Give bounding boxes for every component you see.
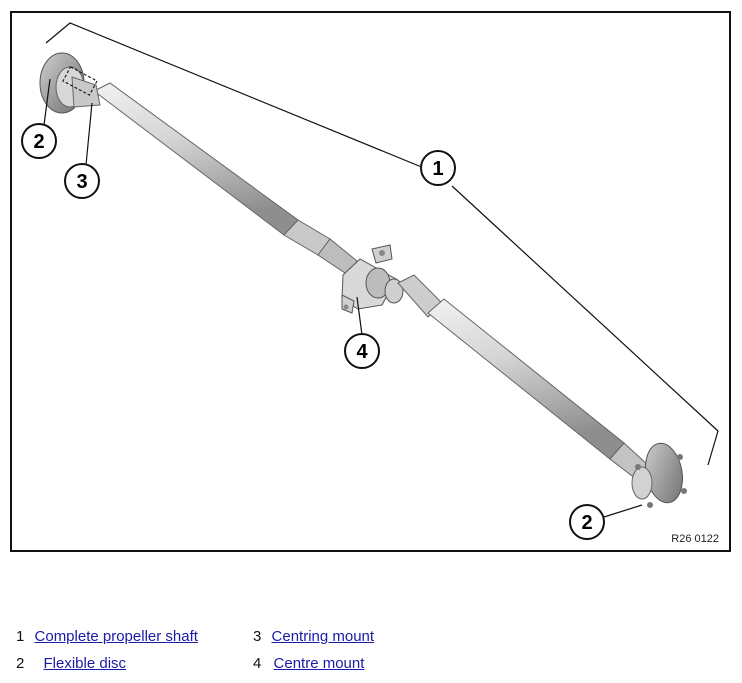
callout-4-leader [356, 296, 363, 336]
callout-1-leader-left [45, 22, 425, 169]
link-flexible-disc[interactable]: Flexible disc [43, 655, 127, 672]
front-flexible-disc [39, 52, 101, 114]
legend-number: 2 [16, 655, 25, 672]
svg-text:1: 1 [432, 158, 443, 180]
centre-mount [341, 244, 404, 314]
legend-item-2: 2 Flexible disc [16, 655, 126, 672]
legend-item-4: 4 Centre mount [253, 655, 364, 672]
callout-2b-leader [603, 504, 643, 518]
link-centring-mount[interactable]: Centring mount [271, 628, 375, 645]
svg-text:2: 2 [33, 131, 44, 153]
callout-4: 4 [344, 333, 380, 369]
callout-3: 3 [64, 163, 100, 199]
figure-code: R26 0122 [671, 533, 719, 545]
callout-1-leader-right [451, 185, 719, 466]
svg-text:2: 2 [581, 512, 592, 534]
callout-2-front: 2 [21, 123, 57, 159]
rear-tube [397, 274, 649, 480]
legend-number: 1 [16, 628, 25, 645]
legend-number: 3 [253, 628, 262, 645]
svg-text:4: 4 [356, 341, 368, 363]
front-tube [93, 82, 358, 276]
svg-text:3: 3 [76, 171, 87, 193]
callout-1: 1 [420, 150, 456, 186]
callout-2-rear: 2 [569, 504, 605, 540]
link-centre-mount[interactable]: Centre mount [273, 655, 365, 672]
link-complete-propeller-shaft[interactable]: Complete propeller shaft [34, 628, 198, 645]
propeller-shaft-figure: 1 2 3 4 2 R26 0122 [10, 11, 731, 552]
legend-item-3: 3 Centring mount [253, 628, 374, 645]
callout-2a-leader [43, 78, 51, 126]
legend-number: 4 [253, 655, 262, 672]
callout-3-leader [85, 102, 93, 166]
shaft-illustration: 1 2 3 4 2 [21, 22, 719, 540]
legend-item-1: 1 Complete propeller shaft [16, 628, 198, 645]
rear-flexible-disc [631, 442, 687, 508]
